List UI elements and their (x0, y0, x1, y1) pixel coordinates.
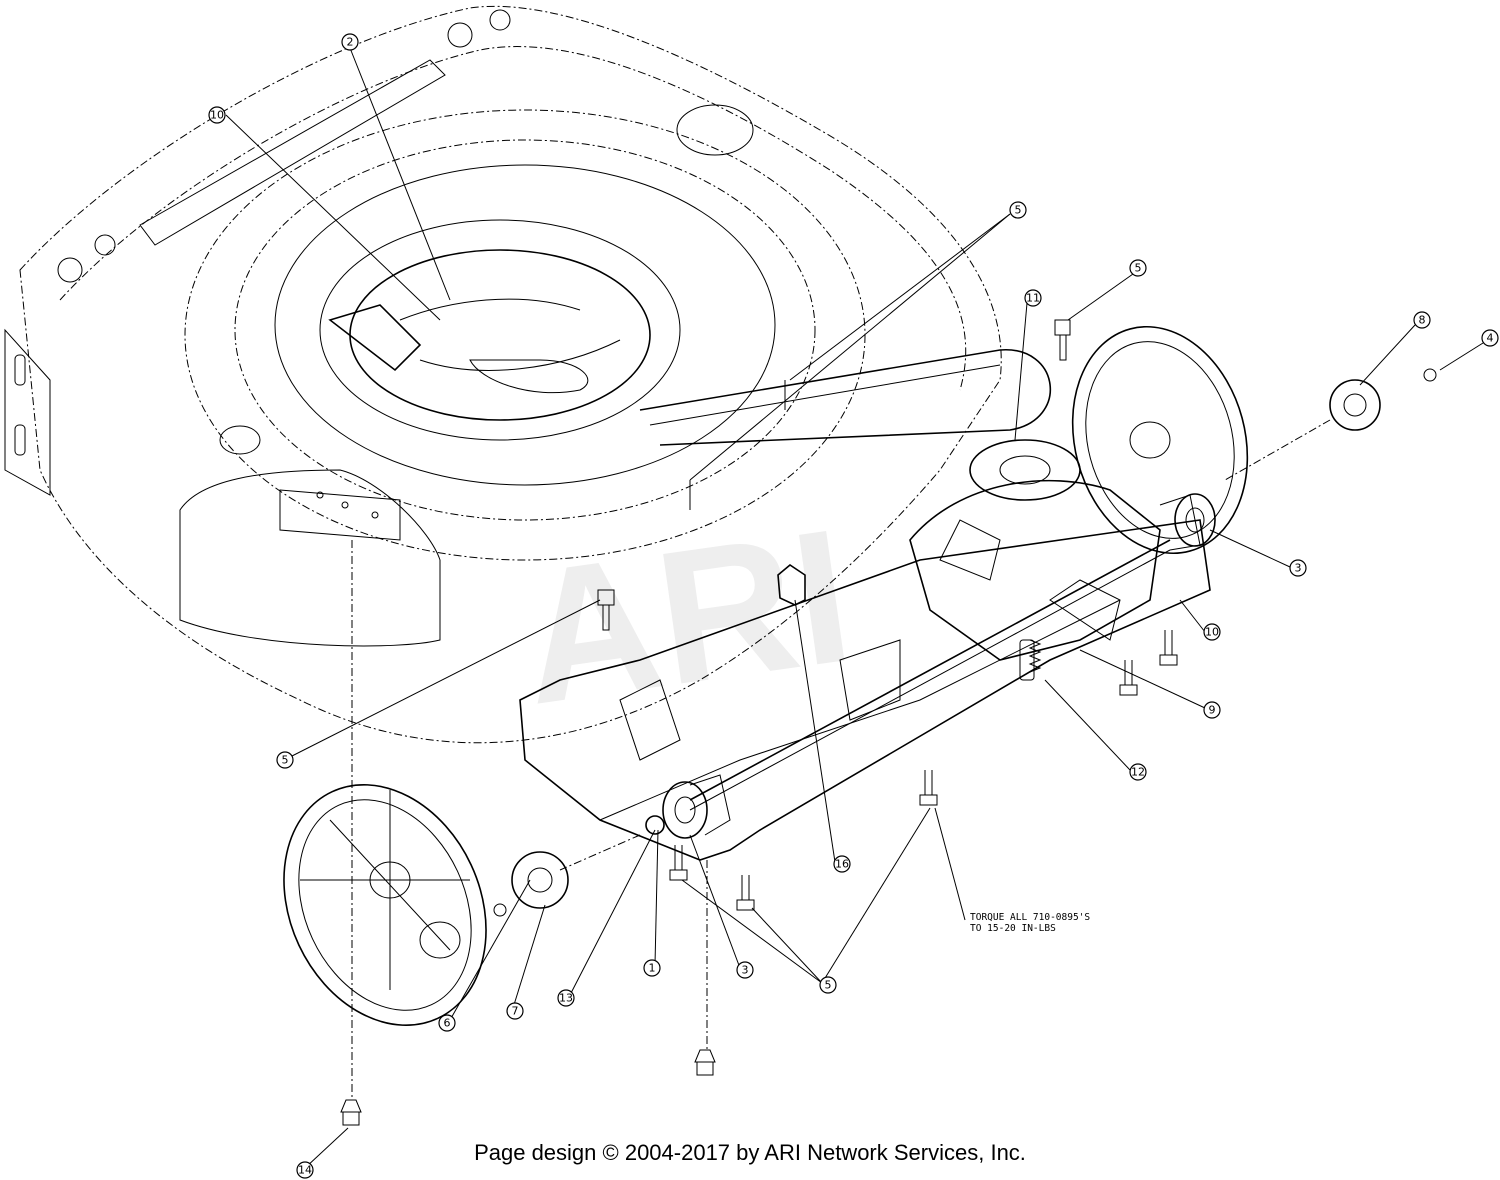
svg-text:9: 9 (1209, 704, 1216, 717)
page-footer: Page design © 2004-2017 by ARI Network S… (474, 1140, 1026, 1165)
right-wheel (1071, 325, 1249, 555)
svg-text:14: 14 (298, 1164, 312, 1177)
svg-text:TO 15-20 IN-LBS: TO 15-20 IN-LBS (970, 923, 1056, 934)
leader-lines (225, 47, 1484, 1169)
svg-text:1: 1 (649, 962, 656, 975)
callout-4[interactable]: 4 (1481, 329, 1499, 347)
callout-5-bottom[interactable]: 5 (819, 976, 837, 994)
callout-9[interactable]: 9 (1203, 701, 1221, 719)
svg-text:5: 5 (1015, 204, 1022, 217)
svg-text:2: 2 (347, 36, 354, 49)
callout-12[interactable]: 12 (1129, 763, 1147, 781)
callout-15[interactable]: 10 (208, 106, 226, 124)
callout-6[interactable]: 6 (438, 1014, 456, 1032)
cable-clip (777, 564, 806, 606)
svg-text:12: 12 (1131, 766, 1145, 779)
callout-2[interactable]: 2 (341, 33, 359, 51)
svg-text:8: 8 (1419, 314, 1426, 327)
callout-1[interactable]: 1 (643, 959, 661, 977)
drive-belt (639, 349, 1052, 446)
callout-3-right[interactable]: 3 (1289, 559, 1307, 577)
left-axle-gear (645, 774, 731, 839)
torque-note: TORQUE ALL 710-0895'S TO 15-20 IN-LBS (970, 912, 1090, 934)
callout-11[interactable]: 11 (1024, 289, 1042, 307)
mower-deck (4, 5, 1002, 744)
svg-text:6: 6 (444, 1017, 451, 1030)
svg-text:3: 3 (1295, 562, 1302, 575)
svg-text:4: 4 (1487, 332, 1494, 345)
svg-text:10: 10 (210, 109, 224, 122)
ari-watermark: ARI (509, 489, 863, 744)
callout-16[interactable]: 16 (833, 855, 851, 873)
callout-14[interactable]: 14 (296, 1161, 314, 1179)
svg-text:16: 16 (835, 858, 849, 871)
callout-3-left[interactable]: 3 (736, 961, 754, 979)
callout-13[interactable]: 13 (557, 989, 575, 1007)
svg-text:5: 5 (825, 979, 832, 992)
svg-text:TORQUE ALL 710-0895'S: TORQUE ALL 710-0895'S (970, 912, 1090, 923)
svg-text:3: 3 (742, 964, 749, 977)
left-pinion-gear (493, 851, 569, 917)
svg-text:11: 11 (1026, 292, 1040, 305)
svg-text:13: 13 (559, 992, 573, 1005)
svg-text:5: 5 (1135, 262, 1142, 275)
callout-5-top[interactable]: 5 (1009, 201, 1027, 219)
callout-10[interactable]: 10 (1203, 623, 1221, 641)
svg-text:7: 7 (512, 1005, 519, 1018)
right-pinion-gear (1329, 368, 1437, 431)
svg-text:5: 5 (282, 754, 289, 767)
transmission-frame (519, 439, 1211, 861)
callout-5-left[interactable]: 5 (276, 751, 294, 769)
left-wheel (283, 784, 487, 1026)
callout-5-bolt-right[interactable]: 5 (1129, 259, 1147, 277)
callout-7[interactable]: 7 (506, 1002, 524, 1020)
callout-8[interactable]: 8 (1413, 311, 1431, 329)
svg-text:10: 10 (1205, 626, 1219, 639)
spring (1028, 639, 1042, 673)
right-axle-gear (1159, 493, 1216, 551)
